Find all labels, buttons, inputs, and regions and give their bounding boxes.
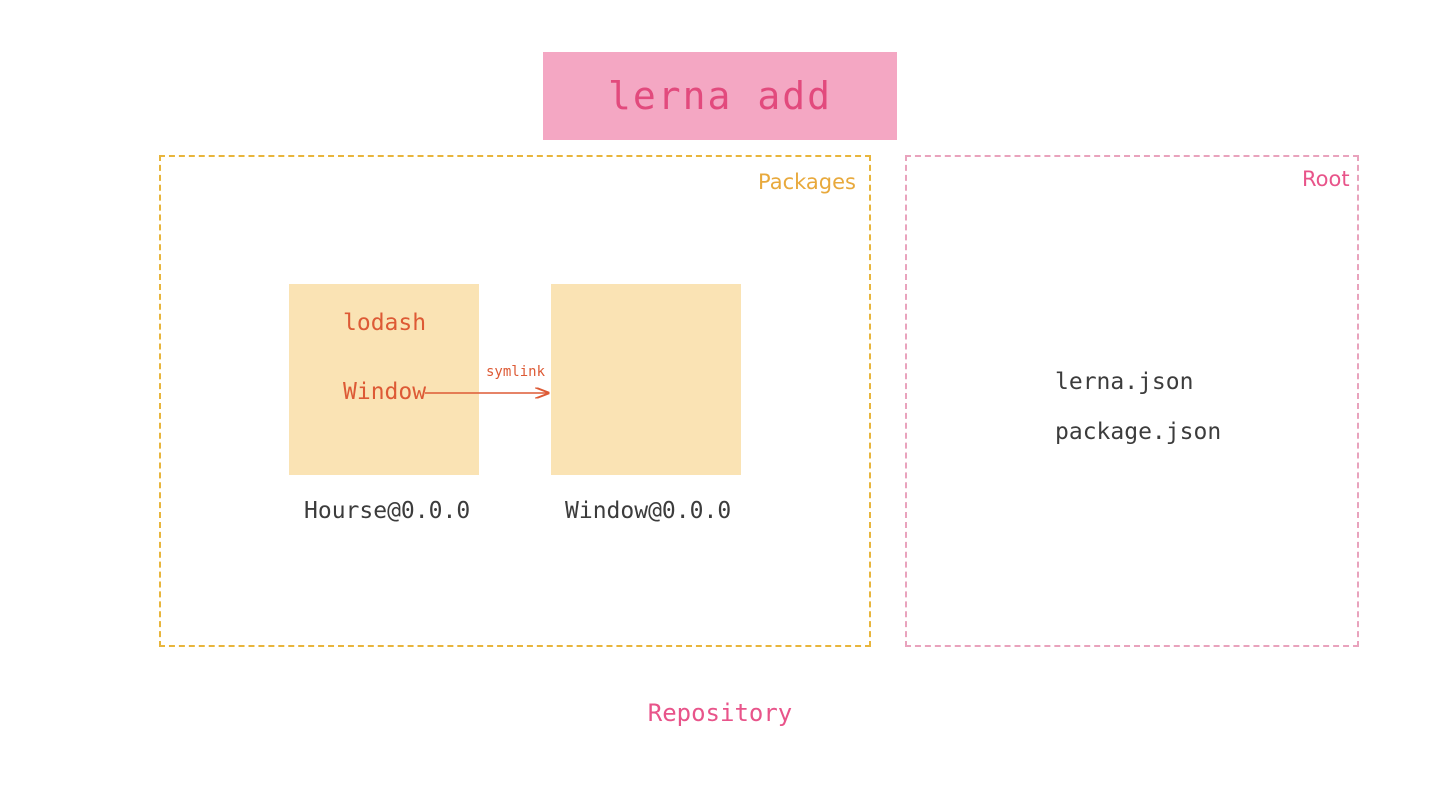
packages-container xyxy=(159,155,871,647)
symlink-label: symlink xyxy=(486,364,546,380)
dependency-label-lodash: lodash xyxy=(343,310,427,336)
page-title: lerna add xyxy=(608,74,832,118)
root-file-lerna-json: lerna.json xyxy=(1055,369,1194,395)
package-caption-hourse: Hourse@0.0.0 xyxy=(304,498,471,524)
package-box-hourse xyxy=(289,284,479,475)
dependency-label-window: Window xyxy=(343,379,427,405)
package-box-window xyxy=(551,284,741,475)
title-banner: lerna add xyxy=(543,52,897,140)
packages-container-label: Packages xyxy=(752,170,862,194)
symlink-arrow-icon xyxy=(425,375,560,405)
repository-caption: Repository xyxy=(647,699,793,727)
root-container xyxy=(905,155,1359,647)
root-file-package-json: package.json xyxy=(1055,419,1222,445)
package-caption-window: Window@0.0.0 xyxy=(565,498,732,524)
root-container-label: Root xyxy=(1296,167,1356,191)
